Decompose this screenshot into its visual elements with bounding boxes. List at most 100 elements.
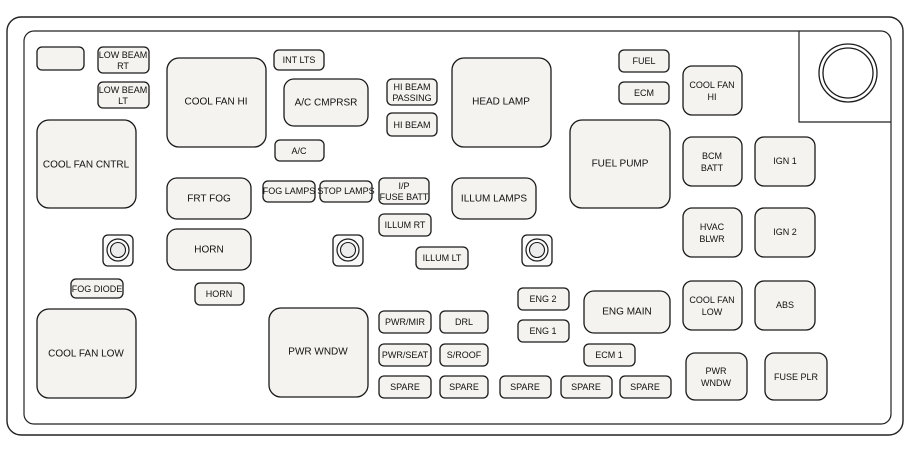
relay-hvac-blwr-line1: HVAC: [700, 222, 725, 232]
fuse-ac: A/C: [274, 139, 325, 162]
relay-pwr-wndw-label: PWR WNDW: [288, 347, 348, 358]
relay-head-lamp-label: HEAD LAMP: [472, 97, 530, 108]
fuse-eng-1-label: ENG 1: [529, 326, 556, 336]
fuse-puller-label: FUSE PLR: [774, 372, 819, 382]
fuse-ip-fuse-batt-line1: I/P: [398, 181, 409, 191]
relay-hvac-blwr-line2: BLWR: [699, 234, 725, 244]
relay-fuel-pump: FUEL PUMP: [569, 119, 671, 209]
fuse-pwr-mir: PWR/MIR: [378, 310, 432, 334]
fuse-puller: FUSE PLR: [764, 352, 828, 401]
fuse-hi-beam-passing-line2: PASSING: [392, 93, 431, 103]
fuse-illum-rt: ILLUM RT: [378, 213, 432, 237]
fuse-hi-beam: HI BEAM: [386, 112, 438, 137]
relay-ign-2-label: IGN 2: [773, 227, 797, 237]
fuse-spare-3: SPARE: [499, 375, 552, 399]
relay-ac-cmprsr-label: A/C CMPRSR: [295, 98, 358, 109]
relay-bcm-batt: BCM BATT: [682, 136, 743, 187]
relay-cool-fan-hi-right: COOL FAN HI: [682, 65, 743, 116]
relay-hvac-blwr: HVAC BLWR: [682, 207, 743, 258]
fuse-ac-label: A/C: [291, 146, 307, 156]
relay-frt-fog-label: FRT FOG: [187, 194, 231, 205]
relay-horn-label: HORN: [194, 245, 223, 256]
fuse-spare-5: SPARE: [619, 375, 672, 399]
relay-cool-fan-cntrl: COOL FAN CNTRL: [36, 119, 137, 209]
relay-ac-cmprsr: A/C CMPRSR: [283, 78, 369, 127]
fuse-spare-1: SPARE: [378, 375, 432, 399]
relay-bcm-batt-line2: BATT: [701, 163, 724, 173]
fuse-ecm: ECM: [618, 81, 670, 105]
relay-abs-label: ABS: [776, 300, 794, 310]
fuse-ecm-1: ECM 1: [583, 343, 636, 367]
corner-bracket: [798, 31, 891, 123]
relay-cool-fan-hi-right-line2: HI: [708, 92, 717, 102]
relay-cool-fan-hi-label: COOL FAN HI: [185, 97, 248, 108]
relay-eng-main-label: ENG MAIN: [602, 307, 651, 318]
inner-housing: [23, 30, 892, 425]
fuse-drl: DRL: [439, 310, 489, 334]
fuse-fuel-label: FUEL: [632, 56, 655, 66]
fuse-horn-label: HORN: [206, 289, 233, 299]
outer-housing: [6, 16, 904, 436]
relay-ign-1: IGN 1: [754, 136, 816, 187]
relay-pwr-wndw: PWR WNDW: [268, 307, 369, 398]
fuse-ecm-label: ECM: [634, 88, 654, 98]
fuse-fog-lamps: FOG LAMPS: [262, 180, 316, 203]
fuse-low-beam-rt-line2: RT: [117, 61, 129, 71]
relay-cool-fan-cntrl-label: COOL FAN CNTRL: [43, 160, 130, 171]
fuse-low-beam-lt-line1: LOW BEAM: [99, 85, 148, 95]
fuse-ip-fuse-batt: I/P FUSE BATT: [378, 177, 430, 205]
fuse-illum-rt-label: ILLUM RT: [385, 220, 426, 230]
relay-cool-fan-low-label: COOL FAN LOW: [48, 349, 124, 360]
fuse-fog-diode-label: FOG DIODE: [72, 284, 123, 294]
fuse-blank: [36, 46, 85, 71]
relay-illum-lamps-label: ILLUM LAMPS: [461, 194, 527, 205]
relay-ign-2: IGN 2: [754, 207, 816, 258]
fuse-fuel: FUEL: [618, 49, 670, 73]
fuse-horn: HORN: [194, 282, 245, 306]
relay-pwr-wndw-right-line2: WNDW: [701, 378, 731, 388]
fuse-eng-2: ENG 2: [517, 287, 570, 311]
fuse-s-roof-label: S/ROOF: [447, 350, 482, 360]
fuse-spare-2-label: SPARE: [449, 382, 479, 392]
relay-pwr-wndw-right-line1: PWR: [706, 366, 727, 376]
fuse-spare-5-label: SPARE: [630, 382, 660, 392]
fuse-low-beam-rt: LOW BEAM RT: [97, 46, 150, 74]
relay-eng-main: ENG MAIN: [583, 290, 671, 334]
fuse-ecm-1-label: ECM 1: [595, 350, 623, 360]
fuse-s-roof: S/ROOF: [439, 343, 489, 367]
fuse-spare-4: SPARE: [560, 375, 613, 399]
fuse-eng-2-label: ENG 2: [529, 294, 556, 304]
fuse-illum-lt-label: ILLUM LT: [423, 253, 462, 263]
relay-pwr-wndw-right: PWR WNDW: [685, 352, 748, 401]
fuse-stop-lamps-label: STOP LAMPS: [317, 186, 374, 196]
fuse-pwr-seat-label: PWR/SEAT: [382, 350, 429, 360]
fuse-fog-lamps-label: FOG LAMPS: [263, 186, 316, 196]
fuse-pwr-seat: PWR/SEAT: [378, 343, 432, 367]
relay-cool-fan-low-right-line1: COOL FAN: [689, 295, 734, 305]
fuse-drl-label: DRL: [455, 317, 473, 327]
bolt-terminal-icon: [332, 234, 364, 267]
fuse-hi-beam-passing: HI BEAM PASSING: [386, 78, 438, 106]
fuse-spare-2: SPARE: [439, 375, 489, 399]
relay-cool-fan-low: COOL FAN LOW: [36, 308, 137, 399]
relay-cool-fan-hi-right-line1: COOL FAN: [689, 80, 734, 90]
relay-horn: HORN: [166, 228, 252, 271]
bolt-terminal-icon: [102, 234, 134, 267]
relay-cool-fan-hi: COOL FAN HI: [166, 57, 267, 148]
fuse-hi-beam-label: HI BEAM: [393, 120, 430, 130]
fuse-spare-1-label: SPARE: [390, 382, 420, 392]
relay-cool-fan-low-right: COOL FAN LOW: [682, 280, 743, 331]
fuse-hi-beam-passing-line1: HI BEAM: [393, 82, 430, 92]
fuse-stop-lamps: STOP LAMPS: [317, 180, 375, 203]
fuse-low-beam-rt-line1: LOW BEAM: [99, 50, 148, 60]
fuse-int-lts-label: INT LTS: [283, 55, 316, 65]
bolt-terminal-icon: [521, 234, 553, 267]
fuse-eng-1: ENG 1: [517, 319, 570, 343]
fuse-fog-diode: FOG DIODE: [70, 278, 124, 299]
relay-ign-1-label: IGN 1: [773, 156, 797, 166]
fuse-ip-fuse-batt-line2: FUSE BATT: [380, 192, 429, 202]
relay-fuel-pump-label: FUEL PUMP: [592, 159, 649, 170]
fuse-int-lts: INT LTS: [273, 49, 325, 71]
fuse-low-beam-lt-line2: LT: [118, 96, 128, 106]
